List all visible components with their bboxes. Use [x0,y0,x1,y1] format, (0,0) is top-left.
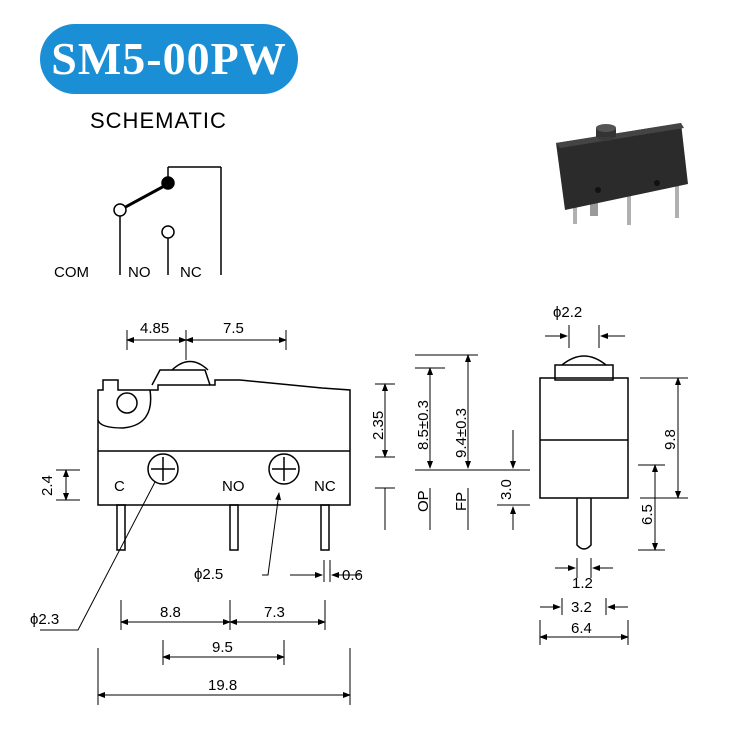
title: SM5-00PW [51,33,287,84]
dim-op-height: 8.5±0.3 [415,400,432,450]
dim-left: 2.4 [39,475,56,496]
dim-fp-height: 9.4±0.3 [453,408,470,458]
dim-c-no: 8.8 [160,604,181,621]
side-view-dimensions [539,325,688,645]
schematic-com-label: COM [54,264,89,281]
front-view-dimensions [40,330,360,705]
dim-side-inner: 3.2 [571,599,592,616]
schematic-no-label: NO [128,264,151,281]
dim-side-height: 9.8 [662,429,679,450]
schematic-label: SCHEMATIC [90,108,227,133]
terminal-no-label: NO [222,478,245,495]
schematic-diagram [113,166,222,275]
dim-top-left: 4.85 [140,320,169,337]
dim-side-pin: 1.2 [572,575,593,592]
dim-plunger: ϕ2.2 [553,304,582,321]
title-badge: SM5-00PW [40,24,298,94]
dim-side-width: 6.4 [571,620,592,637]
dim-hole-large: ϕ2.5 [194,566,223,583]
front-view-body [97,360,351,551]
dim-no-nc: 7.3 [264,604,285,621]
product-photo [556,123,688,225]
schematic-nc-label: NC [180,264,202,281]
height-dimensions [375,354,530,530]
side-view-body [539,355,629,550]
dim-side-lower: 6.5 [639,504,656,525]
dim-total: 19.8 [208,677,237,694]
dim-pin-width: 0.6 [342,567,363,584]
op-label: OP [415,490,432,512]
dim-hole-small: ϕ2.3 [30,611,59,628]
dim-30: 3.0 [498,479,515,500]
dim-235: 2.35 [370,411,387,440]
terminal-nc-label: NC [314,478,336,495]
terminal-c-label: C [114,478,125,495]
fp-label: FP [453,492,470,511]
dim-holes: 9.5 [212,639,233,656]
dim-top-right: 7.5 [223,320,244,337]
